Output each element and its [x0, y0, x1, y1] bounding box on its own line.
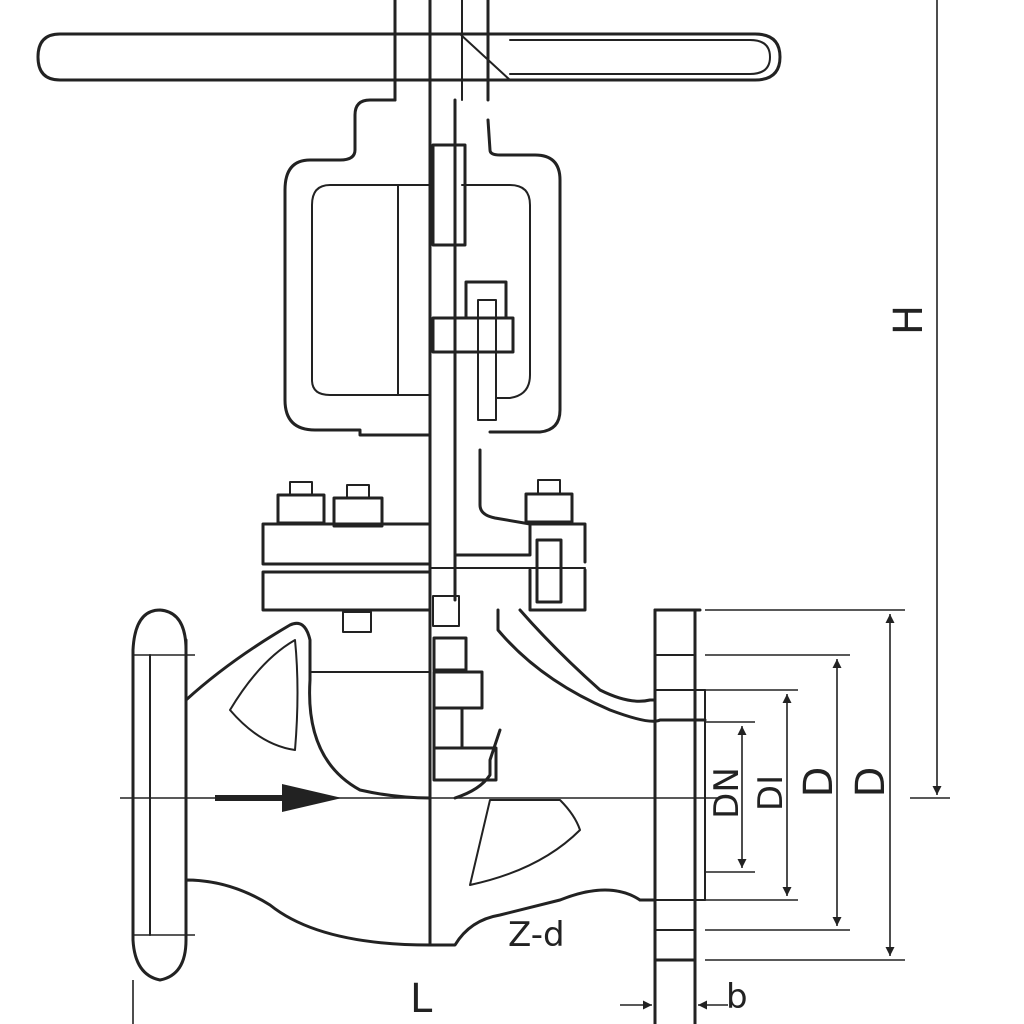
disc-assembly [432, 595, 498, 782]
outlet-flange [653, 608, 706, 1024]
d-outer-label: D [848, 767, 894, 798]
flow-arrow [215, 784, 342, 812]
bonnet-flange [261, 448, 587, 612]
valve-stem [428, 0, 515, 947]
flange-thickness-label: b [726, 977, 748, 1017]
length-label: L [410, 976, 433, 1022]
dn-label: DN [707, 767, 747, 819]
bolt-holes-label: Z-d [508, 915, 565, 955]
inlet-flange [131, 608, 195, 1024]
di-label: DI [751, 775, 791, 811]
dimension-h [910, 0, 950, 799]
bolt-right [524, 479, 574, 524]
d-bolt-label: D [796, 767, 842, 798]
bolt-center [332, 484, 384, 633]
bolt-left [276, 481, 326, 525]
valve-body [184, 608, 707, 1024]
diameter-dimensions [705, 609, 905, 961]
yoke [283, 98, 562, 437]
handwheel [36, 0, 782, 102]
height-label: H [886, 305, 932, 335]
